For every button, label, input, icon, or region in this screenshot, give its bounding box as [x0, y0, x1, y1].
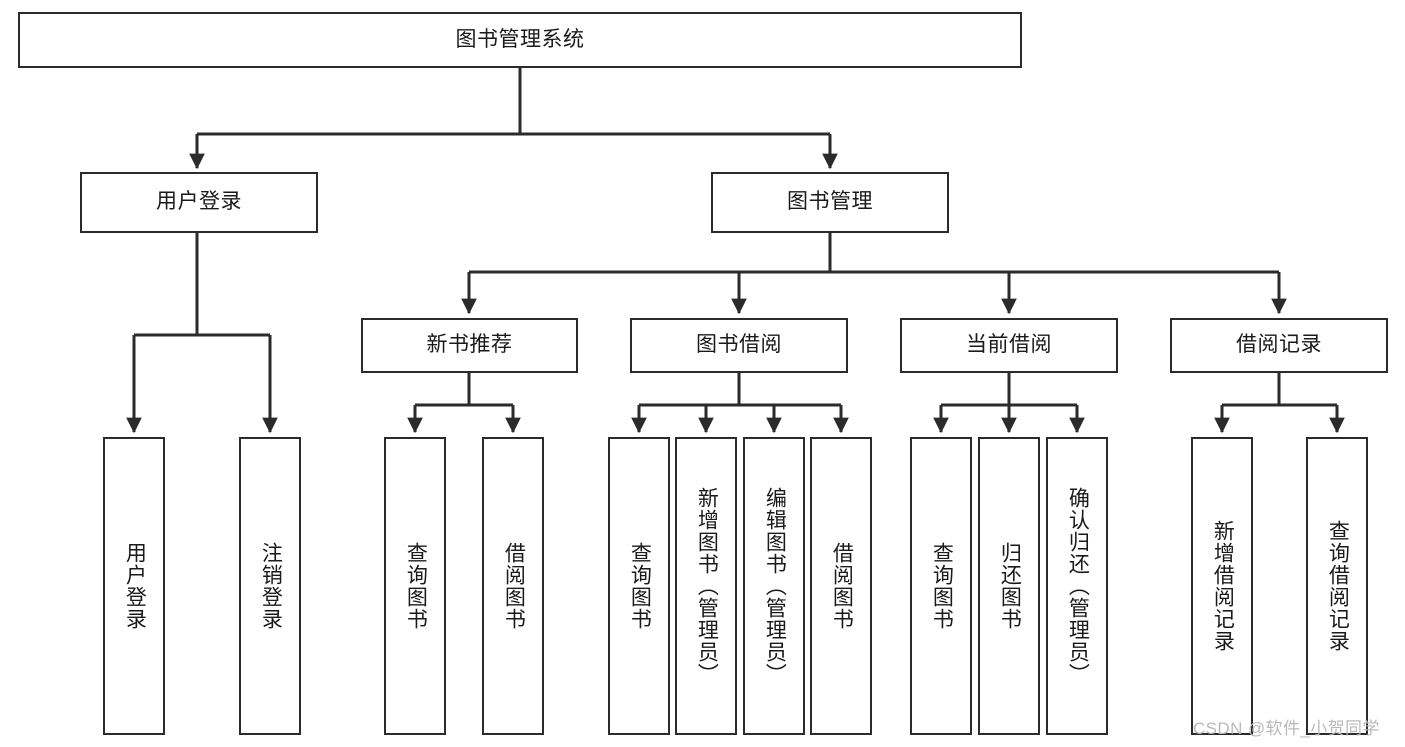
leaf-borrow-record-query[interactable]: 查询借阅记录	[1306, 437, 1368, 735]
node-user-login[interactable]: 用户登录	[80, 172, 318, 233]
leaf-new-book-query-label: 查询图书	[404, 542, 428, 630]
leaf-book-borrow-lend[interactable]: 借阅图书	[810, 437, 872, 735]
node-new-book-recommend-label: 新书推荐	[426, 333, 513, 357]
csdn-watermark: CSDN @软件_小贺同学	[1193, 719, 1380, 738]
leaf-current-borrow-return-label: 归还图书	[998, 542, 1022, 630]
leaf-book-borrow-edit[interactable]: 编辑图书（管理员）	[743, 437, 805, 735]
node-book-management-label: 图书管理	[787, 190, 873, 214]
leaf-user-login-signout[interactable]: 注销登录	[239, 437, 301, 735]
node-current-borrow[interactable]: 当前借阅	[900, 318, 1118, 373]
leaf-new-book-borrow[interactable]: 借阅图书	[482, 437, 544, 735]
leaf-current-borrow-query[interactable]: 查询图书	[910, 437, 972, 735]
leaf-borrow-record-query-label: 查询借阅记录	[1326, 520, 1350, 652]
node-borrow-record[interactable]: 借阅记录	[1170, 318, 1388, 373]
leaf-user-login-signin-label: 用户登录	[123, 542, 147, 630]
leaf-current-borrow-query-label: 查询图书	[930, 542, 954, 630]
leaf-borrow-record-add-label: 新增借阅记录	[1211, 520, 1235, 652]
node-book-management[interactable]: 图书管理	[711, 172, 949, 233]
leaf-borrow-record-add[interactable]: 新增借阅记录	[1191, 437, 1253, 735]
node-current-borrow-label: 当前借阅	[966, 333, 1052, 357]
node-new-book-recommend[interactable]: 新书推荐	[361, 318, 578, 373]
node-book-borrow-label: 图书借阅	[696, 333, 782, 357]
leaf-book-borrow-edit-label: 编辑图书（管理员）	[763, 487, 787, 685]
node-user-login-label: 用户登录	[156, 190, 242, 214]
leaf-current-borrow-return[interactable]: 归还图书	[978, 437, 1040, 735]
leaf-book-borrow-add-label: 新增图书（管理员）	[695, 487, 719, 685]
leaf-book-borrow-query-label: 查询图书	[628, 542, 652, 630]
node-borrow-record-label: 借阅记录	[1236, 333, 1322, 357]
leaf-book-borrow-query[interactable]: 查询图书	[608, 437, 670, 735]
leaf-user-login-signout-label: 注销登录	[259, 542, 283, 630]
leaf-user-login-signin[interactable]: 用户登录	[103, 437, 165, 735]
leaf-new-book-borrow-label: 借阅图书	[502, 542, 526, 630]
leaf-current-borrow-confirm-label: 确认归还（管理员）	[1066, 487, 1090, 685]
node-root-label: 图书管理系统	[455, 27, 585, 51]
node-root[interactable]: 图书管理系统	[18, 12, 1022, 68]
leaf-new-book-query[interactable]: 查询图书	[384, 437, 446, 735]
node-book-borrow[interactable]: 图书借阅	[630, 318, 848, 373]
leaf-current-borrow-confirm[interactable]: 确认归还（管理员）	[1046, 437, 1108, 735]
leaf-book-borrow-add[interactable]: 新增图书（管理员）	[675, 437, 737, 735]
leaf-book-borrow-lend-label: 借阅图书	[830, 542, 854, 630]
